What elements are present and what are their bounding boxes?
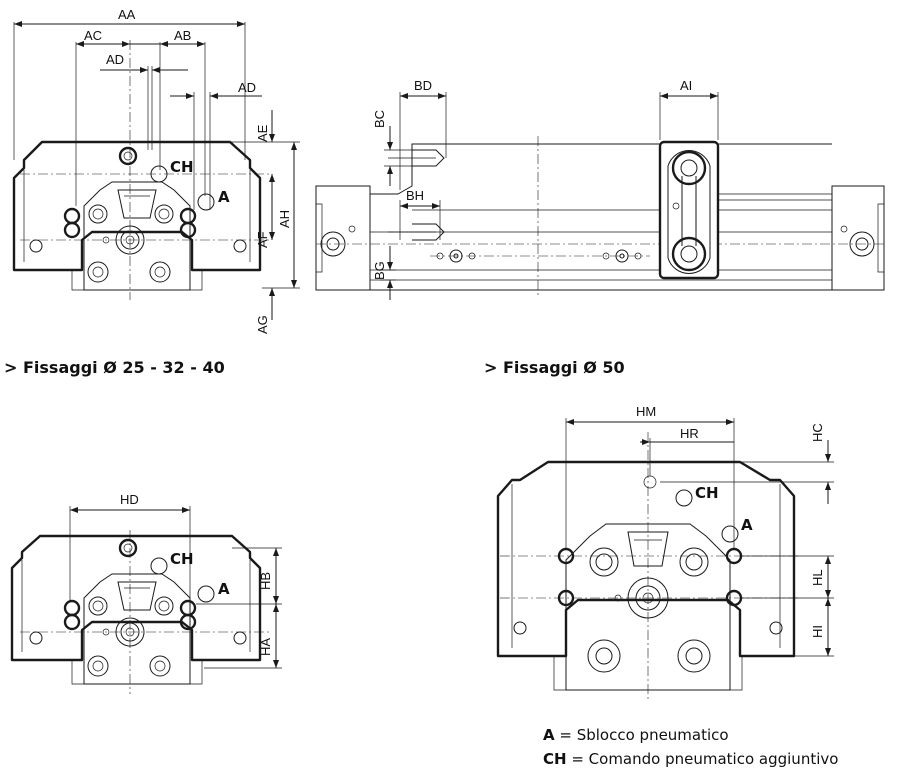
dim-HL: HL: [810, 569, 825, 586]
dim-HB: HB: [258, 572, 273, 590]
port-A-fix: A: [218, 580, 230, 598]
dim-AF: AF: [255, 231, 270, 248]
port-CH: CH: [170, 158, 194, 176]
legend-key-a: A: [543, 726, 555, 744]
dim-AG: AG: [255, 315, 270, 334]
side-view: BD AI BC BH BG: [315, 78, 885, 300]
end-view-top-left: AA AC AB AD AD AE AF AH AG CH A: [12, 7, 300, 334]
dim-AH: AH: [277, 210, 292, 228]
port-CH-fix: CH: [170, 550, 194, 568]
fixing-view-50: HM HR HC HL HI CH A: [496, 404, 834, 700]
legend-key-ch: CH: [543, 750, 567, 768]
dim-BG: BG: [372, 261, 387, 280]
legend-text-ch: = Comando pneumatico aggiuntivo: [566, 750, 839, 768]
dim-AD: AD: [106, 52, 124, 67]
dim-BC: BC: [372, 110, 387, 128]
port-CH-50: CH: [695, 484, 719, 502]
heading-fissaggi-50: > Fissaggi Ø 50: [484, 358, 625, 377]
heading-fissaggi-25-32-40: > Fissaggi Ø 25 - 32 - 40: [4, 358, 225, 377]
legend-item-a: A = Sblocco pneumatico: [543, 726, 729, 744]
dim-AE: AE: [255, 124, 270, 142]
legend-text-a: = Sblocco pneumatico: [554, 726, 729, 744]
dim-AI: AI: [680, 78, 692, 93]
dim-HD: HD: [120, 492, 139, 507]
dim-AB: AB: [174, 28, 191, 43]
dim-HR: HR: [680, 426, 699, 441]
legend-item-ch: CH = Comando pneumatico aggiuntivo: [543, 750, 838, 768]
dim-BH: BH: [406, 188, 424, 203]
dim-AC: AC: [84, 28, 102, 43]
dim-HA: HA: [258, 638, 273, 656]
dim-AA: AA: [118, 7, 136, 22]
fixing-view-25-32-40: HD HB HA CH A: [10, 492, 282, 694]
dim-BD: BD: [414, 78, 432, 93]
port-A: A: [218, 188, 230, 206]
port-A-50: A: [741, 516, 753, 534]
dim-HC: HC: [810, 423, 825, 442]
dim-AD-right: AD: [238, 80, 256, 95]
dim-HM: HM: [636, 404, 656, 419]
dim-HI: HI: [810, 625, 825, 638]
